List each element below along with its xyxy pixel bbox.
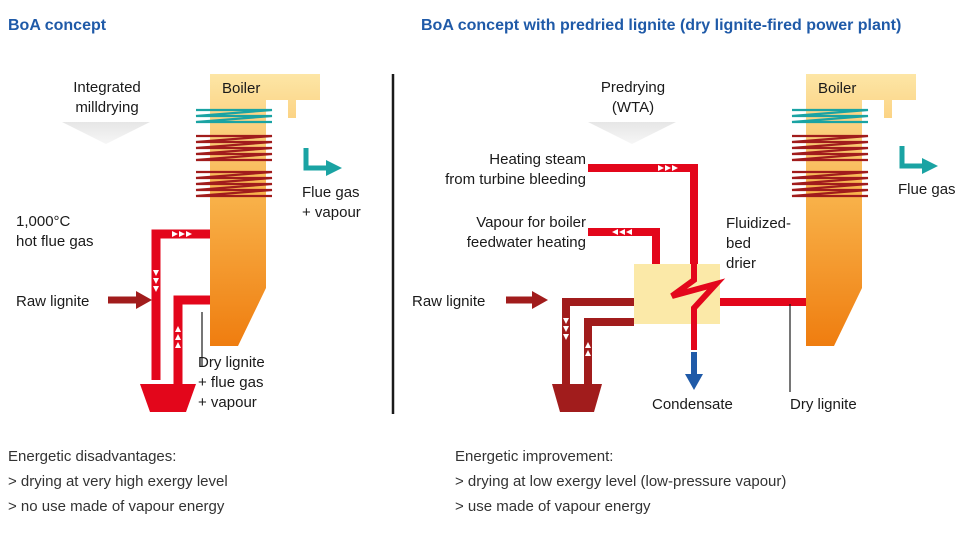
right-flue-gas-label: Flue gas	[898, 181, 956, 198]
right-raw-lignite-label: Raw lignite	[412, 293, 486, 310]
left-boiler-label: Boiler	[222, 80, 261, 97]
left-mill	[140, 384, 196, 412]
vapour-line-1: Vapour for boiler	[476, 214, 586, 231]
vapour-line-2: feedwater heating	[466, 234, 586, 251]
right-diagram	[506, 74, 938, 412]
left-return-pipe	[173, 295, 210, 384]
right-flow-marks	[612, 165, 678, 235]
left-milldrying-arrow	[62, 122, 150, 144]
dry-lignite-line-1: Dry lignite	[198, 354, 265, 371]
left-flue-gas-arrow	[303, 148, 328, 171]
heating-steam-pipe	[588, 164, 698, 278]
fluidized-label: Fluidized- bed drier	[726, 214, 791, 274]
left-boiler-coils	[195, 108, 273, 198]
left-dry-lignite-label: Dry lignite + flue gas + vapour	[198, 353, 265, 413]
heating-steam-line-2: from turbine bleeding	[445, 171, 586, 188]
right-mill-feed	[562, 298, 634, 384]
hot-flue-line-1: 1,000°C	[16, 213, 71, 230]
right-title: BoA concept with predried lignite (dry l…	[421, 17, 902, 34]
left-notes: Energetic disadvantages: > drying at ver…	[8, 444, 228, 519]
heating-steam-label: Heating steam from turbine bleeding	[396, 150, 586, 190]
right-boiler-coils	[791, 108, 869, 198]
flue-gas-line-2: + vapour	[302, 204, 361, 221]
vapour-boiler-label: Vapour for boiler feedwater heating	[396, 213, 586, 253]
right-notes-heading: Energetic improvement:	[455, 448, 614, 465]
left-note-2: > no use made of vapour energy	[8, 498, 225, 515]
right-notes: Energetic improvement: > drying at low e…	[455, 444, 786, 519]
right-flue-gas-arrow	[899, 146, 924, 169]
right-note-2: > use made of vapour energy	[455, 498, 651, 515]
fluidized-line-2: bed	[726, 235, 752, 252]
vapour-pipe	[588, 228, 660, 270]
left-diagram	[62, 74, 342, 412]
right-boiler-label: Boiler	[818, 80, 857, 97]
left-flow-marks	[153, 231, 192, 348]
right-predrying-label: Predrying (WTA)	[578, 78, 688, 118]
hot-flue-line-2: hot flue gas	[16, 233, 94, 250]
flue-gas-line-1: Flue gas	[302, 184, 360, 201]
left-title: BoA concept	[8, 17, 107, 34]
predrying-line-2: (WTA)	[611, 99, 655, 116]
right-note-1: > drying at low exergy level (low-pressu…	[455, 473, 787, 490]
fluidized-line-1: Fluidized-	[726, 215, 792, 232]
drier-heating-coil	[670, 258, 726, 350]
right-mill	[552, 384, 602, 412]
integrated-line-1: Integrated	[73, 79, 141, 96]
left-hot-flue-label: 1,000°C hot flue gas	[16, 212, 94, 252]
fluidized-line-3: drier	[726, 255, 757, 272]
right-boiler	[806, 74, 916, 346]
dry-lignite-line-3: + vapour	[198, 394, 257, 411]
left-integrated-label: Integrated milldrying	[52, 78, 162, 118]
right-dry-lignite-label: Dry lignite	[790, 396, 857, 413]
integrated-line-2: milldrying	[75, 99, 139, 116]
right-wta-arrow	[588, 122, 676, 144]
dry-lignite-line-2: + flue gas	[198, 374, 264, 391]
left-note-1: > drying at very high exergy level	[8, 473, 228, 490]
left-flue-gas-label: Flue gas + vapour	[302, 183, 361, 223]
condensate-label: Condensate	[652, 396, 733, 413]
left-notes-heading: Energetic disadvantages:	[8, 448, 177, 465]
left-raw-lignite-label: Raw lignite	[16, 293, 90, 310]
heating-steam-line-1: Heating steam	[489, 151, 586, 168]
predrying-line-1: Predrying	[600, 79, 666, 96]
